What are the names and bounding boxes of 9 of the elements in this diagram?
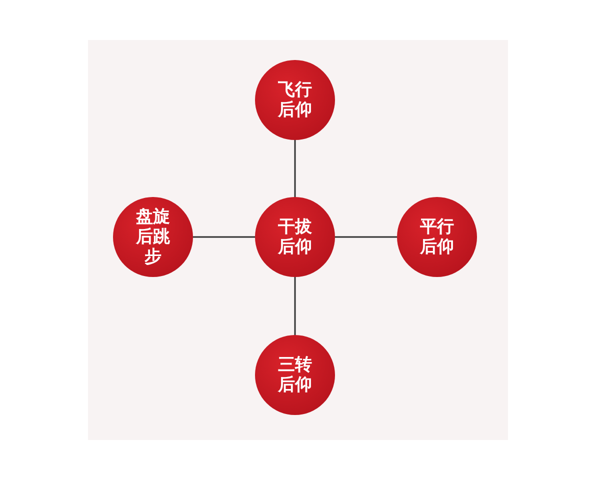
connector-line (193, 236, 255, 238)
connector-line (335, 236, 397, 238)
connector-line (294, 140, 296, 197)
node-label: 平行后仰 (419, 217, 455, 257)
node-label: 干拔后仰 (277, 217, 313, 257)
connector-line (294, 277, 296, 335)
node-label: 飞行后仰 (277, 80, 313, 120)
node-label: 盘旋后跳步 (135, 207, 171, 267)
node-label: 三转后仰 (277, 355, 313, 395)
